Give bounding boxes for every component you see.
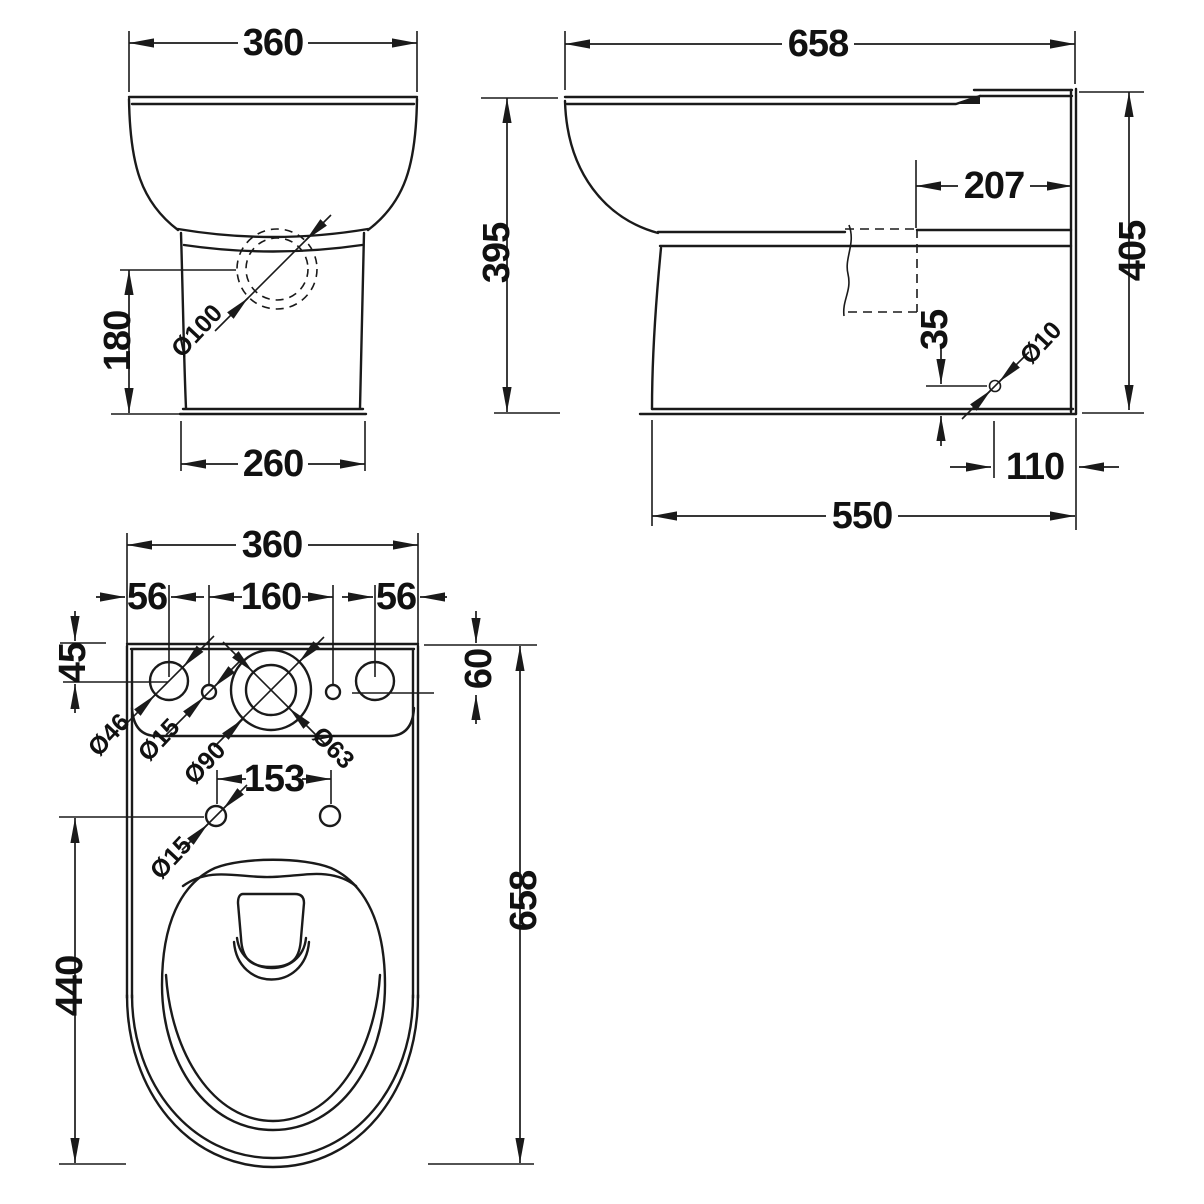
plan-dim-360-bg — [236, 527, 308, 563]
front-pedestal-right-edge — [358, 231, 366, 410]
front-tank-left-side — [127, 97, 180, 232]
plan-bowl-outer-curve — [125, 993, 420, 1169]
plan-dim-160-bg — [242, 579, 302, 615]
plan-dim-153-bg — [246, 761, 302, 797]
plan-platform-bottom-edge — [130, 706, 416, 738]
plan-flush-box — [236, 892, 306, 969]
front-dim-260-label: 260 — [243, 443, 303, 485]
side-fixing-dia-label: Ø10 — [1015, 316, 1068, 370]
side-dim-405-label: 405 — [1112, 220, 1154, 281]
plan-d15-top-arrow-upper — [213, 666, 235, 688]
plan-d90-arrow-upper — [298, 641, 320, 663]
side-dim-550-bg — [826, 498, 898, 534]
plan-dim-56L-label: 56 — [127, 576, 167, 618]
side-dim-658-label: 658 — [788, 23, 848, 65]
plan-small-hole-right — [324, 683, 342, 701]
front-outlet-circle-outer — [236, 228, 318, 310]
plan-waterline-arc — [164, 973, 382, 1123]
plan-dim-56R-label: 56 — [376, 576, 416, 618]
plan-seat-hole-left — [204, 804, 228, 828]
side-trap-break-line — [842, 224, 853, 317]
side-dim-550-label: 550 — [832, 495, 892, 537]
plan-dim-360-label: 360 — [242, 524, 302, 566]
plan-flush-hole-outer — [229, 648, 313, 732]
plan-bowl-opening — [160, 858, 387, 1132]
plan-d15-top-arrow-lower — [183, 696, 205, 718]
plan-dim-153-label: 153 — [244, 758, 304, 800]
plan-dim-440-label: 440 — [49, 956, 91, 1016]
front-outlet-circle-inner — [245, 237, 309, 301]
side-fixing-arrow-lower — [970, 389, 992, 411]
plan-d63-arrow-lower — [288, 707, 310, 729]
front-dim-180-label: 180 — [97, 311, 139, 371]
plan-seat-hole-right — [318, 804, 342, 828]
front-waist-line-lower — [182, 243, 364, 253]
front-waist-line-upper — [176, 227, 370, 239]
plan-dim-160-label: 160 — [241, 576, 301, 618]
plan-dim-60-label: 60 — [458, 649, 500, 689]
front-dim-360-bg — [238, 24, 308, 60]
plan-flush-hole-inner — [244, 663, 298, 717]
plan-dim-45-label: 45 — [52, 642, 94, 683]
plan-dim-658-label: 658 — [503, 871, 545, 931]
front-pedestal-left-edge — [179, 231, 188, 410]
plan-d15-top-label: Ø15 — [133, 713, 186, 767]
side-fixing-arrow-upper — [998, 361, 1020, 383]
plan-d46-arrow-lower — [134, 694, 156, 716]
plan-view: 360 56 160 56 45 60 Ø46 Ø15 — [49, 524, 545, 1169]
plan-d15-seat-arrow-lower — [187, 823, 209, 845]
side-fixing-hole — [988, 379, 1002, 393]
side-view: 658 395 207 405 35 Ø10 110 — [476, 23, 1154, 537]
side-dim-110-label: 110 — [1006, 446, 1064, 488]
plan-flush-arc-2 — [232, 940, 311, 981]
front-outlet-dia-label: Ø100 — [166, 299, 228, 363]
front-dim-260-bg — [238, 446, 308, 482]
front-outlet-arrow-upper — [305, 219, 327, 241]
front-view: 360 180 260 Ø100 — [97, 22, 419, 485]
plan-d63-arrow-upper — [232, 651, 254, 673]
side-front-curve — [563, 99, 660, 235]
front-tank-right-side — [366, 97, 419, 232]
plan-d90-label: Ø90 — [179, 736, 232, 790]
side-dim-395-label: 395 — [476, 222, 518, 283]
plan-d90-arrow-lower — [222, 718, 244, 740]
plan-bowl-rim-curve — [130, 993, 415, 1160]
front-outlet-arrow-lower — [227, 297, 249, 319]
side-top-step-wedge — [954, 95, 980, 104]
plan-d63-label: Ø63 — [306, 721, 359, 774]
side-pedestal-front-edge — [650, 246, 663, 411]
side-dim-658-bg — [782, 26, 854, 62]
side-dim-207-bg — [958, 168, 1030, 204]
plan-rim-shelf-wave — [181, 872, 358, 888]
plan-d46-arrow-upper — [182, 645, 204, 668]
side-dim-207-label: 207 — [964, 165, 1024, 207]
plan-d15-seat-arrow-upper — [222, 788, 244, 810]
side-dim-35-label: 35 — [914, 309, 956, 350]
front-dim-360-label: 360 — [243, 22, 303, 64]
plan-d15-seat-label: Ø15 — [145, 831, 198, 885]
plan-flush-arc-1 — [235, 936, 308, 970]
